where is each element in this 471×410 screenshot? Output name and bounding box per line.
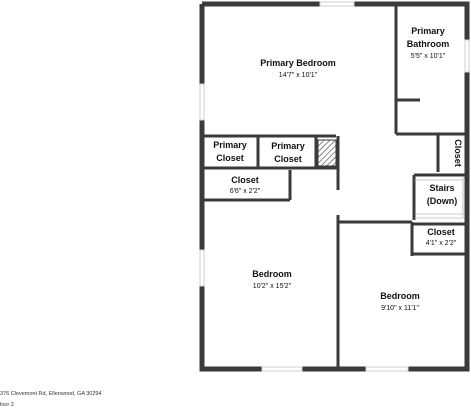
windows xyxy=(199,1,470,372)
primary-bathroom-label-2: Bathroom xyxy=(407,39,450,49)
bedroom-left-label: Bedroom xyxy=(252,269,292,279)
stairs-label-2: (Down) xyxy=(427,196,458,206)
interior-walls xyxy=(202,4,467,369)
primary-closet-2-label-2: Closet xyxy=(274,154,302,164)
primary-closet-2-label-1: Primary xyxy=(271,141,305,151)
closet-top-right-label: Closet xyxy=(453,139,463,167)
window-primary-bedroom xyxy=(199,83,205,121)
primary-closet-1-label-1: Primary xyxy=(213,140,247,150)
closet-right-label: Closet xyxy=(427,227,455,237)
exterior-walls xyxy=(199,1,470,372)
primary-closet-1-label-2: Closet xyxy=(216,153,244,163)
closet-right-dims: 4'1" x 2'2" xyxy=(426,240,457,247)
primary-bathroom-label-1: Primary xyxy=(411,26,445,36)
footer-address: 376 Clevemont Rd, Ellenwood, GA 30294 xyxy=(0,391,102,397)
bedroom-right-label: Bedroom xyxy=(380,291,420,301)
window-bedroom-right-bottom xyxy=(365,366,409,372)
window-top xyxy=(319,1,355,7)
window-bathroom xyxy=(464,39,470,73)
stair-treads xyxy=(414,176,464,219)
closet-left-dims: 6'6" x 2'2" xyxy=(230,188,261,195)
bedroom-right-dims: 9'10" x 11'1" xyxy=(381,305,419,312)
primary-bedroom-dims: 14'7" x 10'1" xyxy=(279,72,318,79)
stairs-label-1: Stairs xyxy=(429,183,454,193)
bedroom-left-dims: 10'2" x 15'2" xyxy=(253,283,292,290)
closet-left-label: Closet xyxy=(231,175,259,185)
primary-bedroom-label: Primary Bedroom xyxy=(260,58,336,68)
primary-bathroom-dims: 5'5" x 10'1" xyxy=(411,53,446,60)
window-bedroom-left-bottom xyxy=(261,366,303,372)
footer-floor: loor 2 xyxy=(0,402,14,408)
hatched-chase xyxy=(317,139,337,167)
window-bedroom-left xyxy=(199,249,205,287)
